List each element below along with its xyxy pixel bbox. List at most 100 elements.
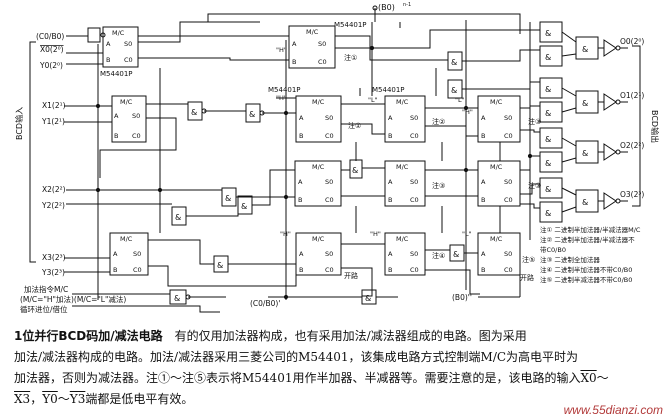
l-level-2: "L" (455, 96, 465, 104)
pin-s0-u10: S0 (325, 250, 333, 258)
y2-label: Y2(2²) (41, 201, 65, 210)
caption-y0: Y0 (42, 392, 58, 406)
pin-c0-u2: C0 (132, 132, 141, 140)
pin-b-u3: B (299, 132, 303, 140)
chip-u3 (295, 95, 342, 143)
pin-c0-u3: C0 (325, 132, 334, 140)
caption-x0: X0 (580, 371, 597, 385)
caption-comma: ， (30, 392, 43, 406)
chip-top-label: M54401P (334, 21, 367, 29)
gate-amp-22: & (365, 294, 371, 303)
gate-amp-1: & (545, 29, 551, 38)
o1-label: O1(2¹) (620, 91, 644, 100)
circuit-schematic: (B0) n-1 M54401P M54401P M54401P M54401P… (14, 2, 660, 314)
note-line-3: 带C0/B0 (540, 246, 566, 254)
l-level-1: "L" (368, 96, 378, 104)
pin-c0-u12: C0 (504, 266, 513, 274)
wiring (29, 5, 540, 313)
note1-tag-b: 注① (348, 121, 361, 130)
pin-c0-u1: C0 (318, 58, 327, 66)
note3-tag: 注③ (528, 117, 541, 126)
y1-label: Y1(2¹) (41, 117, 65, 126)
h-level-4: "H" (280, 230, 291, 238)
note-line-2: 注② 二进制半加法器/半减法器不 (540, 235, 635, 244)
pin-a-u4: A (388, 114, 393, 122)
pin-b-u12: B (481, 266, 485, 274)
pin-mc-u2: M/C (120, 98, 133, 106)
top-pin-label: (B0) (378, 3, 395, 12)
pin-a-u2: A (114, 112, 119, 120)
chip-left-label: M54401P (100, 70, 133, 78)
y3-label: Y3(2³) (41, 268, 65, 277)
x2-label: X2(2²) (42, 185, 66, 194)
chip-u4 (384, 95, 426, 143)
note3-tag-c: 注③ (528, 181, 541, 190)
pin-a-u6: A (298, 178, 303, 186)
o0-label: O0(2⁰) (620, 37, 644, 46)
gate-amp-15: & (225, 194, 231, 203)
pin-b-u4: B (388, 132, 392, 140)
x3-label: X3(2³) (42, 253, 66, 262)
caption-y3: Y3 (69, 392, 86, 406)
pin-c0-u5: C0 (504, 132, 513, 140)
figure-caption: 1位并行BCD码加/减法电路 有的仅用加法器构成，也有采用加法/减法器组成的电路… (14, 326, 662, 410)
note5-tag: 注⑤ (522, 255, 535, 264)
pin-s0-u5: S0 (504, 114, 512, 122)
chip-mid-a-label: M54401P (268, 86, 301, 94)
pin-a-u11: A (388, 250, 393, 258)
pin-c0-u7: C0 (410, 196, 419, 204)
bcd-output-label: BCD输出 (650, 110, 660, 143)
x0-label: X0(2⁰) (40, 45, 64, 54)
notes-legend: 注① 二进制半加法器/半减法器M/C 注② 二进制半加法器/半减法器不 带C0/… (540, 225, 641, 284)
pin-b-u6: B (298, 196, 302, 204)
y0-label: Y0(2⁰) (39, 61, 63, 70)
pin-s0-u12: S0 (504, 250, 512, 258)
c0b0-mid-label: (C0/B0)' (250, 299, 280, 308)
gate-amp-19: & (352, 166, 358, 175)
pin-c0-u9: C0 (133, 266, 142, 274)
gate-amp-8: & (545, 159, 551, 168)
pin-b-u11: B (388, 266, 392, 274)
gate-amp-20: & (451, 58, 457, 67)
pin-s0-u11: S0 (410, 250, 418, 258)
gate-amp-3: & (582, 45, 588, 54)
pin-c0-u11: C0 (410, 266, 419, 274)
pin-a-u10: A (299, 250, 304, 258)
caption-tilde-2: ～ (57, 392, 70, 406)
pin-c0-u6: C0 (325, 196, 334, 204)
pin-mc-u5: M/C (490, 98, 503, 106)
gate-amp-23: & (241, 202, 247, 211)
gate-amp-5: & (545, 109, 551, 118)
gate-amp-12: & (582, 198, 588, 207)
chip-u8 (477, 160, 521, 207)
kaiju-tag-b: 开路 (520, 273, 534, 282)
pin-s0-u9: S0 (133, 250, 141, 258)
caption-line-1: 1位并行BCD码加/减法电路 有的仅用加法器构成，也有采用加法/减法器组成的电路… (14, 326, 662, 347)
o2-label: O2(2²) (620, 141, 644, 150)
chip-u6 (294, 160, 342, 207)
chip-u12 (477, 232, 521, 276)
pin-mc-u7: M/C (396, 163, 409, 171)
kaiju-tag: 开路 (344, 271, 358, 280)
pin-b-u8: B (481, 196, 485, 204)
pin-s0-u8: S0 (504, 178, 512, 186)
h-level-2: "H" (276, 94, 287, 102)
o3-label: O3(2³) (620, 190, 644, 199)
pin-mc-u1: M/C (306, 28, 319, 36)
top-pin-sup: n-1 (403, 2, 411, 8)
pin-c0-u10: C0 (325, 266, 334, 274)
note1-tag: 注① (344, 53, 357, 62)
pin-c0-u0: C0 (124, 56, 133, 64)
watermark: www.55dianzi.com (563, 403, 663, 417)
h-level-5: "H" (370, 230, 381, 238)
ctrl-label-3: 循环进位/借位 (20, 304, 68, 314)
pin-a-u5: A (481, 114, 486, 122)
caption-text-3: 加法器，否则为减法器。注①～注⑤表示将M54401用作半加器、半减器等。需要注意… (14, 371, 581, 385)
pin-c0-u8: C0 (504, 196, 513, 204)
pin-a-u1: A (292, 40, 297, 48)
pin-b-u10: B (299, 266, 303, 274)
caption-line-4: X3，Y0～Y3端都是低电平有效。 (14, 389, 662, 410)
adder-chips (102, 25, 521, 276)
h-level-1: "H" (276, 46, 287, 54)
